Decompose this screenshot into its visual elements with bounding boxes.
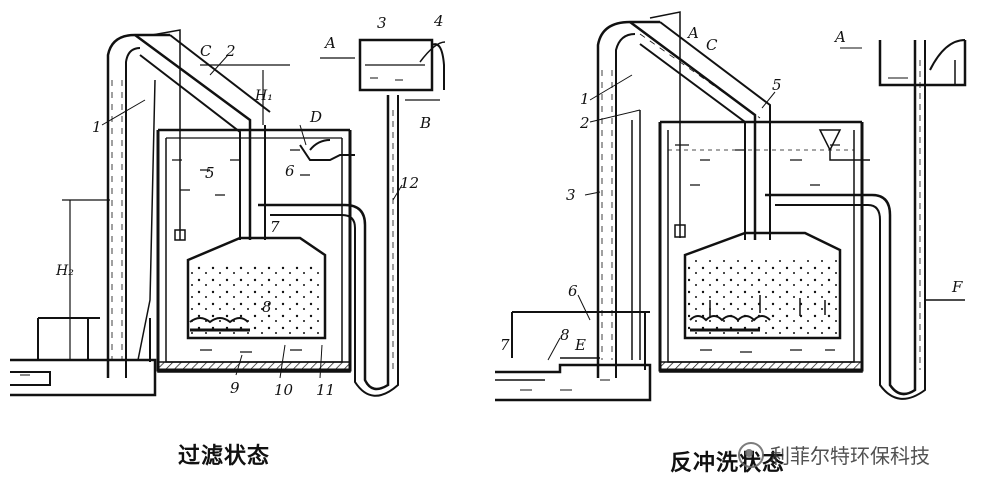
level-dimension-lines [62, 57, 440, 360]
backwash-label-leaders [547, 47, 862, 361]
filter-chamber [186, 236, 327, 353]
label-a: A [323, 34, 336, 52]
label-a-top: A [686, 24, 699, 42]
label-6: 6 [568, 282, 578, 300]
label-leaders [101, 54, 403, 379]
label-c: C [706, 36, 718, 54]
siphon-down-pipe [134, 33, 271, 240]
backwash-outer-tank [658, 120, 864, 373]
backwash-filter-chamber [683, 231, 842, 353]
label-3: 3 [377, 14, 387, 32]
backwash-inlet-valve [818, 129, 870, 161]
watermark: 利菲尔特环保科技 [738, 440, 930, 469]
label-9: 9 [230, 379, 240, 397]
label-5: 5 [772, 76, 782, 94]
label-4: 4 [433, 12, 444, 30]
wash-water-tank [358, 38, 446, 92]
label-12: 12 [400, 174, 419, 192]
label-6: 6 [285, 162, 295, 180]
backwash-auxiliary-tube [649, 11, 686, 238]
label-1: 1 [580, 90, 590, 108]
filter-outer-tank [156, 128, 352, 373]
wechat-icon [738, 441, 764, 468]
label-8: 8 [560, 326, 570, 344]
inlet-pipe [299, 139, 355, 161]
clear-water-basin [10, 317, 157, 397]
label-h2: H₂ [55, 263, 74, 279]
filtering-diagram [10, 29, 446, 397]
backwash-down-pipe [629, 20, 771, 240]
label-7: 7 [500, 336, 510, 354]
label-f: F [951, 278, 963, 296]
label-7: 7 [270, 218, 280, 236]
backwash-labels: A C A 1 2 5 3 F 6 8 7 E [500, 24, 963, 354]
caption-backwash: 反冲洗状态 [670, 451, 786, 476]
backwash-siphon-pipe [596, 20, 660, 378]
label-11: 11 [316, 381, 335, 399]
auxiliary-tube [151, 29, 186, 241]
backwash-bottom-basin [495, 311, 652, 402]
label-h1: H₁ [254, 88, 273, 104]
label-b: B [419, 114, 431, 132]
siphon-rise-pipe [106, 33, 170, 378]
label-e: E [574, 336, 586, 354]
label-a-right: A [833, 28, 846, 46]
label-2: 2 [579, 114, 590, 132]
label-2: 2 [225, 42, 236, 60]
label-3: 3 [566, 186, 576, 204]
label-c: C [200, 42, 212, 60]
label-1: 1 [92, 118, 102, 136]
label-5: 5 [205, 164, 215, 182]
label-d: D [309, 108, 322, 126]
filtering-labels: 1 C 2 H₁ A 3 4 B D 5 6 12 7 H₂ 8 9 10 11 [55, 12, 444, 399]
outflow-pipe [258, 95, 399, 397]
watermark-text: 利菲尔特环保科技 [770, 444, 930, 468]
label-8: 8 [262, 298, 272, 316]
pressure-relief-tube [137, 79, 156, 361]
backwash-empty-tank [878, 39, 967, 87]
backwash-outflow-pipe [765, 40, 965, 400]
label-10: 10 [274, 381, 294, 399]
backwash-diagram [495, 11, 967, 402]
caption-filtering: 过滤状态 [178, 444, 271, 469]
